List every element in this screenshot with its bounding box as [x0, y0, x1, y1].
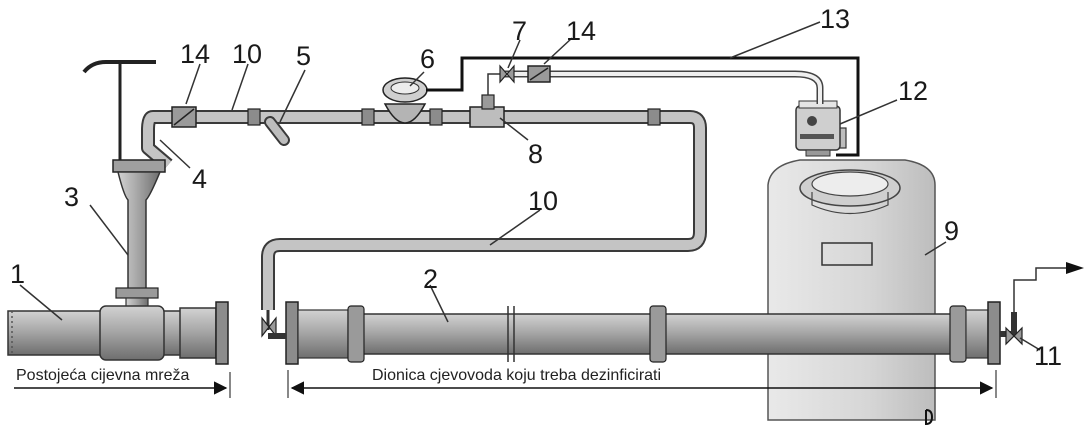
callout-3: 3 [64, 182, 79, 212]
callout-2: 2 [423, 264, 438, 294]
callout-14-dosing: 14 [566, 16, 596, 46]
callout-12: 12 [898, 76, 928, 106]
callout-6: 6 [420, 44, 435, 74]
dimension-arrows [14, 370, 997, 398]
check-valve-left [171, 106, 197, 128]
callout-8: 8 [528, 139, 543, 169]
disinfectant-tank [767, 159, 936, 426]
outlet-valve [1000, 262, 1084, 346]
callout-14-left: 14 [180, 39, 210, 69]
dosing-shutoff-valve [499, 64, 515, 84]
existing-network-pipe [7, 301, 229, 365]
injection-point [469, 73, 505, 128]
inlet-valve [261, 310, 286, 339]
callout-10-upper: 10 [232, 39, 262, 69]
pipe-fittings [247, 108, 661, 126]
signal-cable [426, 56, 860, 157]
callout-5: 5 [296, 41, 311, 71]
callout-13: 13 [820, 4, 850, 34]
callout-4: 4 [192, 164, 207, 194]
callout-11: 11 [1034, 341, 1062, 371]
dosing-pump [795, 100, 847, 157]
tank-label-plate [821, 242, 873, 266]
water-meter [382, 77, 428, 124]
callout-7: 7 [512, 16, 527, 46]
section-to-disinfect-pipe [285, 301, 1001, 365]
hydrant-key [82, 60, 156, 165]
check-valve-dosing [527, 65, 551, 83]
dosing-line [505, 70, 824, 104]
callout-1: 1 [10, 259, 25, 289]
callout-10-lower: 10 [528, 186, 558, 216]
upper-supply-pipe [141, 110, 707, 310]
leader-lines [19, 21, 1041, 351]
caption-existing-network: Postojeća cijevna mreža [16, 367, 190, 384]
hydrant-standpipe [112, 159, 166, 319]
callout-9: 9 [944, 216, 959, 246]
caption-section-to-disinfect: Dionica cjevovoda koju treba dezinficira… [372, 367, 661, 384]
sampling-tap [264, 116, 290, 146]
